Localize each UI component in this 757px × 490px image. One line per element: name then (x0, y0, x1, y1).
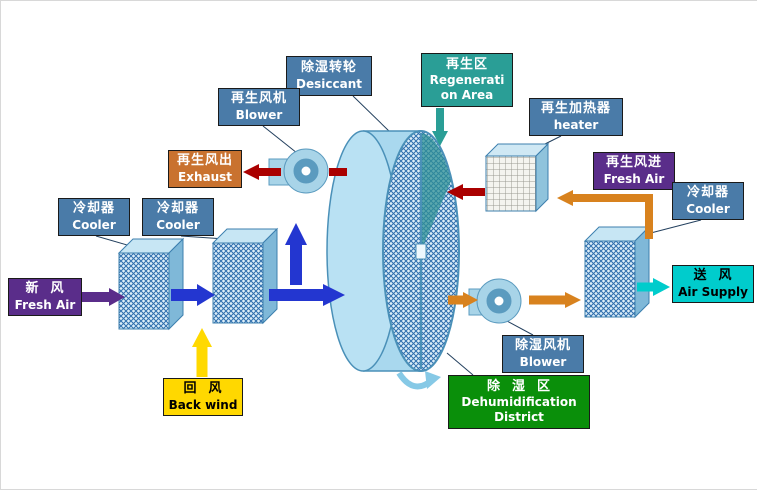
label-regen-fresh-air-zh: 再生风进 (605, 155, 662, 171)
label-dehum-blower-zh: 除湿风机 (514, 338, 571, 354)
label-dehum-blower-en: Blower (519, 354, 567, 369)
label-regen-fresh-air: 再生风进 Fresh Air (593, 152, 675, 190)
label-desiccant-wheel-en: Desiccant (296, 76, 362, 91)
label-cooler-left-zh: 冷却器 (72, 201, 115, 217)
wheel-inlet-arrow (269, 284, 345, 306)
regen-intake-arrow (557, 190, 653, 239)
label-regeneration-area-zh: 再生区 (445, 56, 488, 72)
label-regen-blower-en: Blower (235, 107, 283, 122)
air-supply-arrow (637, 278, 670, 296)
label-regen-heater-zh: 再生加热器 (540, 101, 611, 117)
label-cooler-mid-zh: 冷却器 (156, 201, 199, 217)
label-exhaust-en: Exhaust (178, 169, 232, 184)
label-regeneration-area-en1: Regenerati (429, 73, 505, 88)
back-wind-arrow (192, 328, 212, 377)
label-regen-blower-zh: 再生风机 (230, 91, 287, 107)
label-cooler-right-zh: 冷却器 (686, 185, 729, 201)
label-regeneration-area-en2: on Area (440, 88, 494, 103)
dehum-blower-unit (468, 278, 522, 324)
label-dehum-district-en1: Dehumidification (461, 395, 577, 410)
label-regen-fresh-air-en: Fresh Air (603, 171, 665, 186)
label-regen-blower: 再生风机 Blower (218, 88, 300, 126)
label-exhaust-zh: 再生风出 (176, 153, 233, 169)
wheel-regeneration-sector (421, 133, 451, 251)
connector-lines (95, 95, 702, 376)
wheel-hub (415, 243, 427, 260)
fresh-air-arrow (82, 288, 125, 306)
cooler-unit-left (117, 237, 185, 331)
label-regen-heater-en: heater (553, 117, 599, 132)
desiccant-wheel (326, 130, 460, 390)
label-cooler-right: 冷却器 Cooler (672, 182, 744, 220)
label-fresh-air-en: Fresh Air (14, 297, 76, 312)
label-dehum-district-en2: District (494, 410, 544, 425)
label-air-supply-zh: 送 风 (693, 268, 733, 284)
label-back-wind: 回 风 Back wind (163, 378, 243, 416)
label-regen-heater: 再生加热器 heater (529, 98, 623, 136)
label-cooler-mid-en: Cooler (156, 217, 200, 232)
regen-hot-air-arrow (447, 184, 485, 200)
label-cooler-left: 冷却器 Cooler (58, 198, 130, 236)
label-desiccant-wheel-zh: 除湿转轮 (300, 60, 357, 76)
label-cooler-mid: 冷却器 Cooler (142, 198, 214, 236)
label-air-supply: 送 风 Air Supply (672, 265, 754, 303)
label-cooler-left-en: Cooler (72, 217, 116, 232)
label-dehum-blower: 除湿风机 Blower (502, 335, 584, 373)
label-fresh-air-zh: 新 风 (25, 281, 65, 297)
cooler-unit-right (583, 225, 651, 319)
label-back-wind-en: Back wind (168, 397, 238, 412)
process-out-arrow (448, 292, 478, 308)
label-cooler-right-en: Cooler (686, 201, 730, 216)
regen-area-arrow (432, 108, 448, 146)
label-dehum-district: 除 湿 区 Dehumidification District (448, 375, 590, 429)
label-fresh-air: 新 风 Fresh Air (8, 278, 82, 316)
label-back-wind-zh: 回 风 (183, 381, 223, 397)
heater-unit (484, 142, 550, 213)
cooler-to-cooler-arrow (171, 284, 215, 306)
label-dehum-district-zh: 除 湿 区 (486, 378, 552, 394)
label-regeneration-area: 再生区 Regenerati on Area (421, 53, 513, 107)
label-desiccant-wheel: 除湿转轮 Desiccant (286, 56, 372, 96)
label-air-supply-en: Air Supply (678, 284, 748, 299)
wheel-inlet-up-arrow (285, 223, 307, 285)
wheel-rotation-arrow (396, 371, 441, 390)
label-exhaust: 再生风出 Exhaust (168, 150, 242, 188)
cooler-unit-mid (211, 227, 279, 325)
exhaust-arrow (243, 164, 281, 180)
blower-to-cooler-arrow (529, 292, 581, 308)
